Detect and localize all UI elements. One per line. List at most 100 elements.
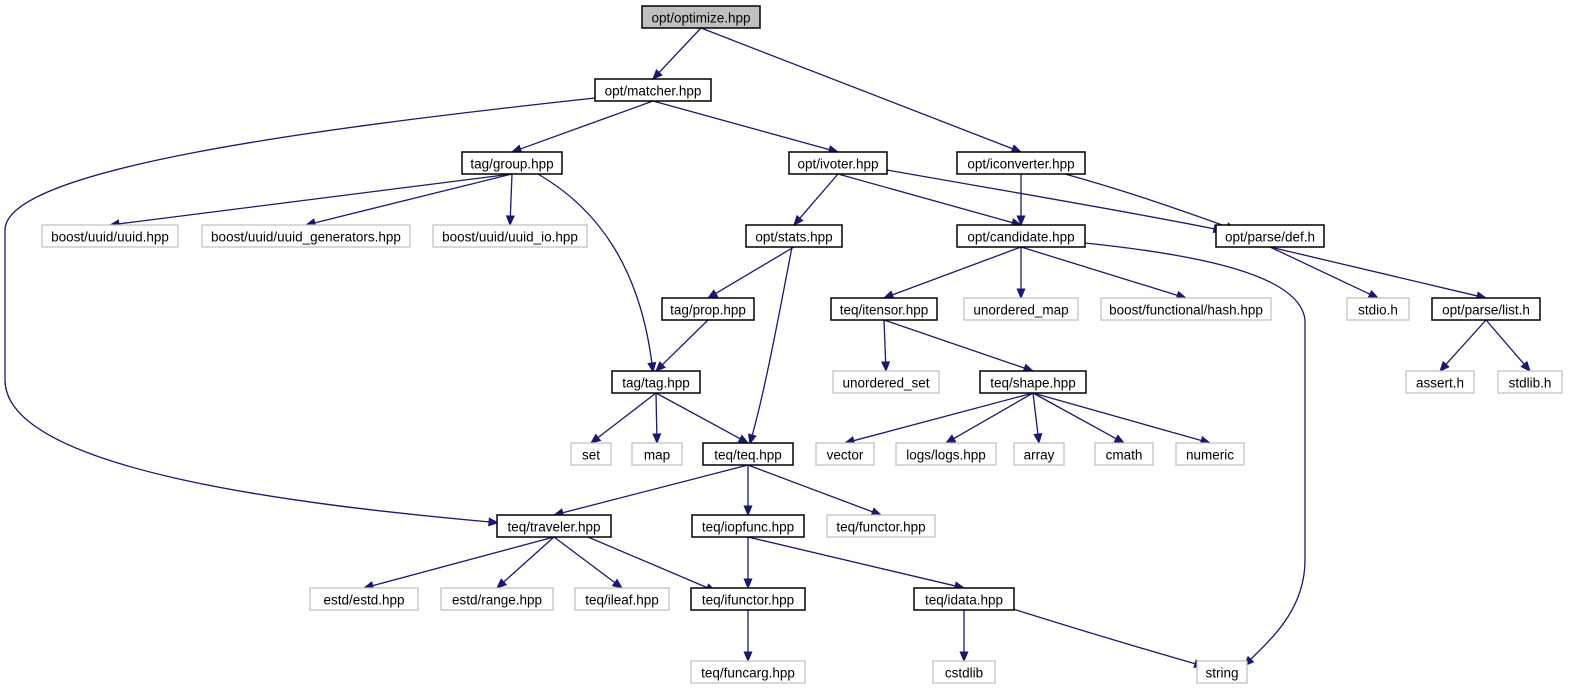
edge-group-to-tag: [537, 173, 657, 374]
node-teq[interactable]: teq/teq.hpp: [702, 442, 794, 466]
node-label: opt/ivoter.hpp: [797, 157, 878, 172]
edge-shape-to-cmath: [1032, 392, 1126, 444]
edge-optimize-to-iconverter: [700, 27, 1023, 153]
node-label: stdlib.h: [1509, 376, 1552, 391]
node-optimize: opt/optimize.hpp: [641, 5, 761, 29]
node-candidate[interactable]: opt/candidate.hpp: [956, 224, 1086, 248]
edge-tag-to-teq: [655, 392, 750, 444]
node-label: stdio.h: [1358, 303, 1398, 318]
node-label: estd/range.hpp: [452, 593, 542, 608]
edge-prop-to-tag: [655, 319, 709, 372]
node-label: tag/group.hpp: [470, 157, 553, 172]
node-label: teq/ileaf.hpp: [585, 593, 659, 608]
node-prop[interactable]: tag/prop.hpp: [661, 297, 755, 321]
node-ileaf: teq/ileaf.hpp: [574, 587, 670, 611]
node-map: map: [631, 442, 683, 466]
node-matcher[interactable]: opt/matcher.hpp: [594, 78, 712, 102]
node-traveler[interactable]: teq/traveler.hpp: [496, 514, 612, 538]
edge-stats-to-teq: [748, 246, 793, 445]
node-label: unordered_set: [842, 376, 929, 391]
node-estd: estd/estd.hpp: [309, 587, 419, 611]
node-itensor[interactable]: teq/itensor.hpp: [830, 297, 938, 321]
node-label: boost/uuid/uuid_generators.hpp: [211, 230, 401, 245]
node-stdlib: stdlib.h: [1497, 370, 1563, 394]
node-label: tag/prop.hpp: [670, 303, 746, 318]
edge-def-to-list: [1269, 246, 1488, 301]
node-list[interactable]: opt/parse/list.h: [1431, 297, 1541, 321]
node-hash: boost/functional/hash.hpp: [1100, 297, 1272, 321]
node-label: boost/functional/hash.hpp: [1109, 303, 1263, 318]
node-cmath: cmath: [1094, 442, 1154, 466]
nodes-layer: opt/optimize.hpp opt/matcher.hpp opt/iconv…: [41, 5, 1563, 684]
node-stats[interactable]: opt/stats.hpp: [745, 224, 843, 248]
edge-shape-to-logs: [944, 392, 1034, 444]
edge-idata-to-string: [1009, 607, 1205, 668]
node-label: tag/tag.hpp: [622, 376, 690, 391]
edges-layer: [4, 27, 1531, 668]
edge-iconverter-to-candidate: [1016, 174, 1026, 227]
node-label: opt/optimize.hpp: [651, 11, 750, 26]
node-assert: assert.h: [1405, 370, 1475, 394]
node-uset: unordered_set: [832, 370, 940, 394]
node-uuidgen: boost/uuid/uuid_generators.hpp: [201, 224, 411, 248]
node-string: string: [1196, 660, 1248, 684]
edge-def-to-stdio: [1269, 246, 1380, 299]
node-label: teq/itensor.hpp: [840, 303, 929, 318]
edge-candidate-to-umap: [1016, 247, 1026, 300]
node-label: teq/traveler.hpp: [507, 520, 600, 535]
edge-traveler-to-range: [496, 536, 555, 589]
node-label: teq/shape.hpp: [990, 376, 1076, 391]
node-logs: logs/logs.hpp: [895, 442, 997, 466]
node-array: array: [1013, 442, 1065, 466]
edge-tag-to-set: [589, 392, 657, 444]
node-label: opt/candidate.hpp: [967, 230, 1074, 245]
node-label: teq/teq.hpp: [714, 448, 782, 463]
node-iconverter[interactable]: opt/iconverter.hpp: [956, 151, 1086, 175]
edge-shape-to-vector: [843, 392, 1034, 445]
node-funcarg: teq/funcarg.hpp: [690, 660, 806, 684]
node-uuidio: boost/uuid/uuid_io.hpp: [432, 224, 588, 248]
node-ivoter[interactable]: opt/ivoter.hpp: [788, 151, 888, 175]
edge-iopfunc-to-ifunctor: [743, 537, 753, 590]
edge-traveler-to-ifunctor: [587, 536, 717, 592]
node-cstdlib: cstdlib: [932, 660, 996, 684]
node-label: teq/idata.hpp: [925, 593, 1003, 608]
edge-teq-to-functor: [747, 464, 883, 516]
node-ifunctor[interactable]: teq/ifunctor.hpp: [690, 587, 806, 611]
node-shape[interactable]: teq/shape.hpp: [979, 370, 1087, 394]
node-tag[interactable]: tag/tag.hpp: [611, 370, 701, 394]
edge-shape-to-numeric: [1032, 392, 1212, 445]
node-def[interactable]: opt/parse/def.h: [1215, 224, 1325, 248]
node-label: opt/matcher.hpp: [605, 84, 702, 99]
node-range: estd/range.hpp: [440, 587, 554, 611]
node-iopfunc[interactable]: teq/iopfunc.hpp: [691, 514, 805, 538]
node-group[interactable]: tag/group.hpp: [461, 151, 563, 175]
edge-teq-to-traveler: [552, 464, 749, 518]
edge-matcher-to-ivoter: [652, 100, 840, 154]
node-label: teq/functor.hpp: [836, 520, 925, 535]
node-label: vector: [827, 448, 864, 463]
edge-list-to-assert: [1439, 319, 1487, 372]
edge-group-to-uuidio: [505, 173, 515, 227]
edge-traveler-to-ileaf: [553, 536, 624, 589]
node-label: string: [1205, 666, 1238, 681]
edge-iconverter-to-def: [1064, 173, 1237, 231]
node-label: cstdlib: [945, 666, 983, 681]
edge-ifunctor-to-funcarg: [743, 610, 753, 663]
node-label: opt/parse/def.h: [1225, 230, 1315, 245]
node-label: assert.h: [1416, 376, 1464, 391]
edge-candidate-to-itensor: [882, 246, 1022, 299]
edge-group-to-uuid: [108, 173, 513, 229]
node-label: estd/estd.hpp: [323, 593, 404, 608]
node-idata[interactable]: teq/idata.hpp: [913, 587, 1015, 611]
edge-itensor-to-uset: [881, 319, 891, 373]
node-set: set: [570, 442, 612, 466]
edge-candidate-to-hash: [1020, 246, 1188, 300]
node-stdio: stdio.h: [1346, 297, 1410, 321]
edge-iopfunc-to-idata: [747, 536, 966, 591]
node-label: teq/ifunctor.hpp: [702, 593, 794, 608]
node-label: map: [644, 448, 670, 463]
node-label: opt/stats.hpp: [755, 230, 832, 245]
edge-group-to-uuidgen: [304, 173, 513, 228]
